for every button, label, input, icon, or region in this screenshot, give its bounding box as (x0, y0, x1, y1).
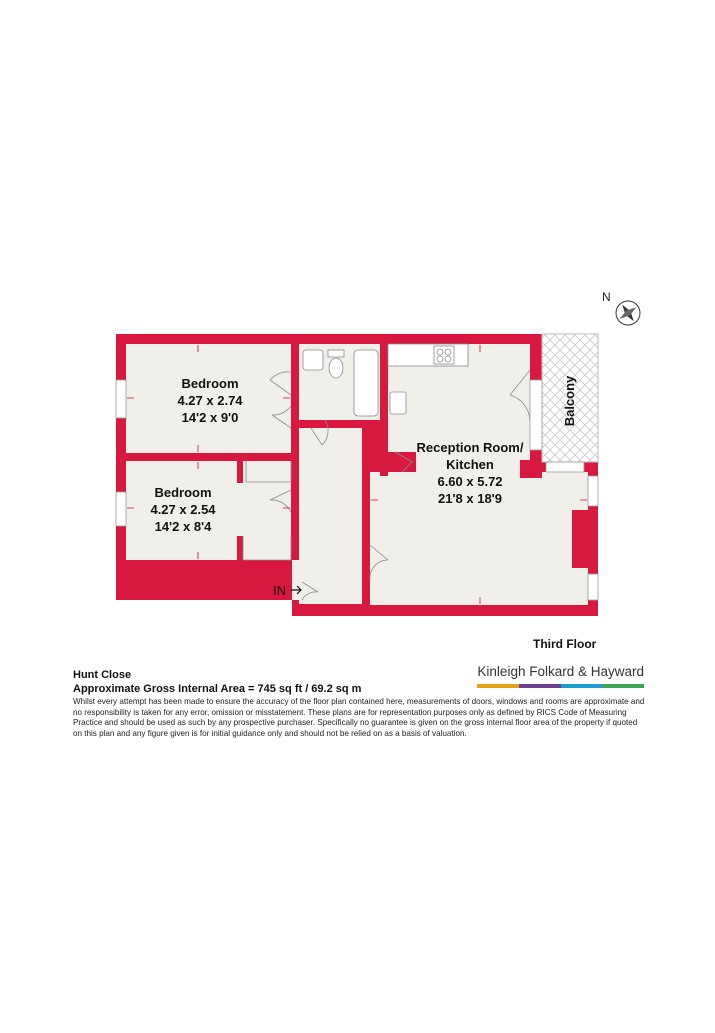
brand-bar-segment (602, 684, 644, 688)
dimension-ticks (127, 345, 587, 604)
bedroom2-imperial: 14'2 x 8'4 (155, 519, 213, 534)
compass-icon (615, 300, 641, 326)
bath (353, 349, 379, 417)
bedroom1-name: Bedroom (181, 376, 238, 391)
brand-name: Kinleigh Folkard & Hayward (477, 664, 644, 679)
brand-bar-segment (477, 684, 519, 688)
bedroom1-metric: 4.27 x 2.74 (177, 393, 243, 408)
basin (302, 349, 324, 371)
bedroom2-name: Bedroom (154, 485, 211, 500)
entrance: IN (273, 583, 302, 598)
internal-walls (126, 344, 588, 604)
property-info: Hunt Close Approximate Gross Internal Ar… (73, 668, 648, 739)
cistern (327, 349, 345, 358)
toilet (328, 357, 344, 379)
balcony: Balcony (541, 333, 599, 463)
fixtures (302, 343, 469, 417)
bedroom1-floor (126, 344, 291, 453)
brand-color-bar (477, 684, 644, 688)
balcony-label: Balcony (562, 375, 577, 426)
brand-bar-segment (518, 684, 561, 688)
kitchen-sink (389, 391, 407, 415)
bedroom2-floor (126, 461, 291, 560)
reception-metric: 6.60 x 5.72 (437, 474, 502, 489)
entrance-arrow-icon (291, 585, 302, 595)
room-labels: Bedroom 4.27 x 2.74 14'2 x 9'0 Bedroom 4… (150, 376, 523, 534)
bedroom1-imperial: 14'2 x 9'0 (182, 410, 239, 425)
disclaimer-text: Whilst every attempt has been made to en… (73, 697, 645, 738)
reception-imperial: 21'8 x 18'9 (438, 491, 502, 506)
hall-floor (299, 428, 362, 604)
entrance-label: IN (273, 583, 286, 598)
property-address: Hunt Close (73, 669, 132, 681)
bedroom2-metric: 4.27 x 2.54 (150, 502, 216, 517)
doors (242, 369, 531, 601)
reception-name-line1: Reception Room/ (417, 440, 524, 455)
entrance-notch (292, 560, 302, 600)
kitchen-counter (387, 343, 469, 367)
brand-logo: Kinleigh Folkard & Hayward (472, 664, 644, 688)
gross-internal-area: Approximate Gross Internal Area = 745 sq… (73, 683, 362, 695)
brand-bar-segment (560, 684, 603, 688)
floor-label: Third Floor (533, 637, 597, 651)
windows (115, 379, 599, 601)
hob (433, 345, 455, 365)
reception-name-line2: Kitchen (446, 457, 494, 472)
reception-floor-main (370, 472, 588, 605)
compass-north-label: N (602, 290, 611, 304)
